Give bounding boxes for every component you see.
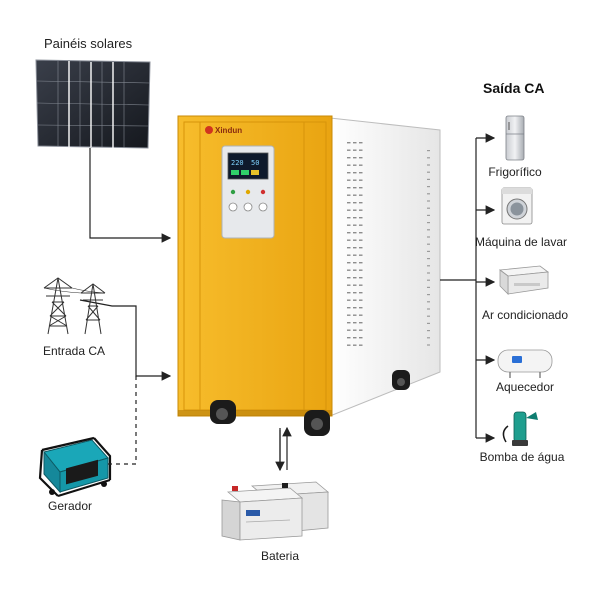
cabinet-wheel bbox=[210, 370, 410, 436]
solar-panels-label: Painéis solares bbox=[44, 36, 133, 51]
battery-label: Bateria bbox=[260, 549, 300, 563]
lcd-right-value: 50 bbox=[251, 159, 259, 167]
solar-connector bbox=[89, 148, 172, 243]
power-tower-icon bbox=[43, 277, 106, 335]
control-panel: 220 50 bbox=[221, 145, 275, 239]
lcd-left-value: 220 bbox=[231, 159, 244, 167]
load-label-washer: Máquina de lavar bbox=[474, 235, 568, 249]
svg-text:Xindun: Xindun bbox=[215, 126, 242, 135]
status-led bbox=[260, 189, 266, 195]
grid-connector bbox=[79, 299, 172, 381]
solar-panel-icon bbox=[35, 59, 151, 149]
connections bbox=[79, 133, 496, 472]
water-heater-icon bbox=[497, 349, 553, 378]
washing-machine-icon bbox=[501, 187, 533, 225]
status-led bbox=[230, 189, 236, 195]
status-led bbox=[245, 189, 251, 195]
load-label-heater: Aquecedor bbox=[495, 380, 555, 394]
ac-output-title: Saída CA bbox=[483, 80, 545, 96]
battery-icon bbox=[221, 481, 330, 541]
vent-dots bbox=[347, 142, 430, 346]
panel-button bbox=[243, 202, 253, 212]
generator-label: Gerador bbox=[47, 499, 93, 513]
brand-logo: Xindun bbox=[205, 126, 242, 135]
panel-button bbox=[228, 202, 238, 212]
load-label-fridge: Frigorífico bbox=[488, 165, 542, 179]
generator-connector bbox=[108, 376, 137, 465]
inverter-cabinet: Xindun 220 50 bbox=[177, 115, 441, 436]
air-conditioner-icon bbox=[498, 265, 550, 295]
panel-button bbox=[258, 202, 268, 212]
load-label-pump: Bomba de água bbox=[479, 450, 565, 464]
water-pump-icon bbox=[502, 411, 538, 446]
fridge-icon bbox=[505, 115, 525, 161]
grid-input-label: Entrada CA bbox=[42, 344, 106, 358]
load-label-ac: Ar condicionado bbox=[481, 308, 569, 322]
generator-icon bbox=[38, 436, 112, 498]
